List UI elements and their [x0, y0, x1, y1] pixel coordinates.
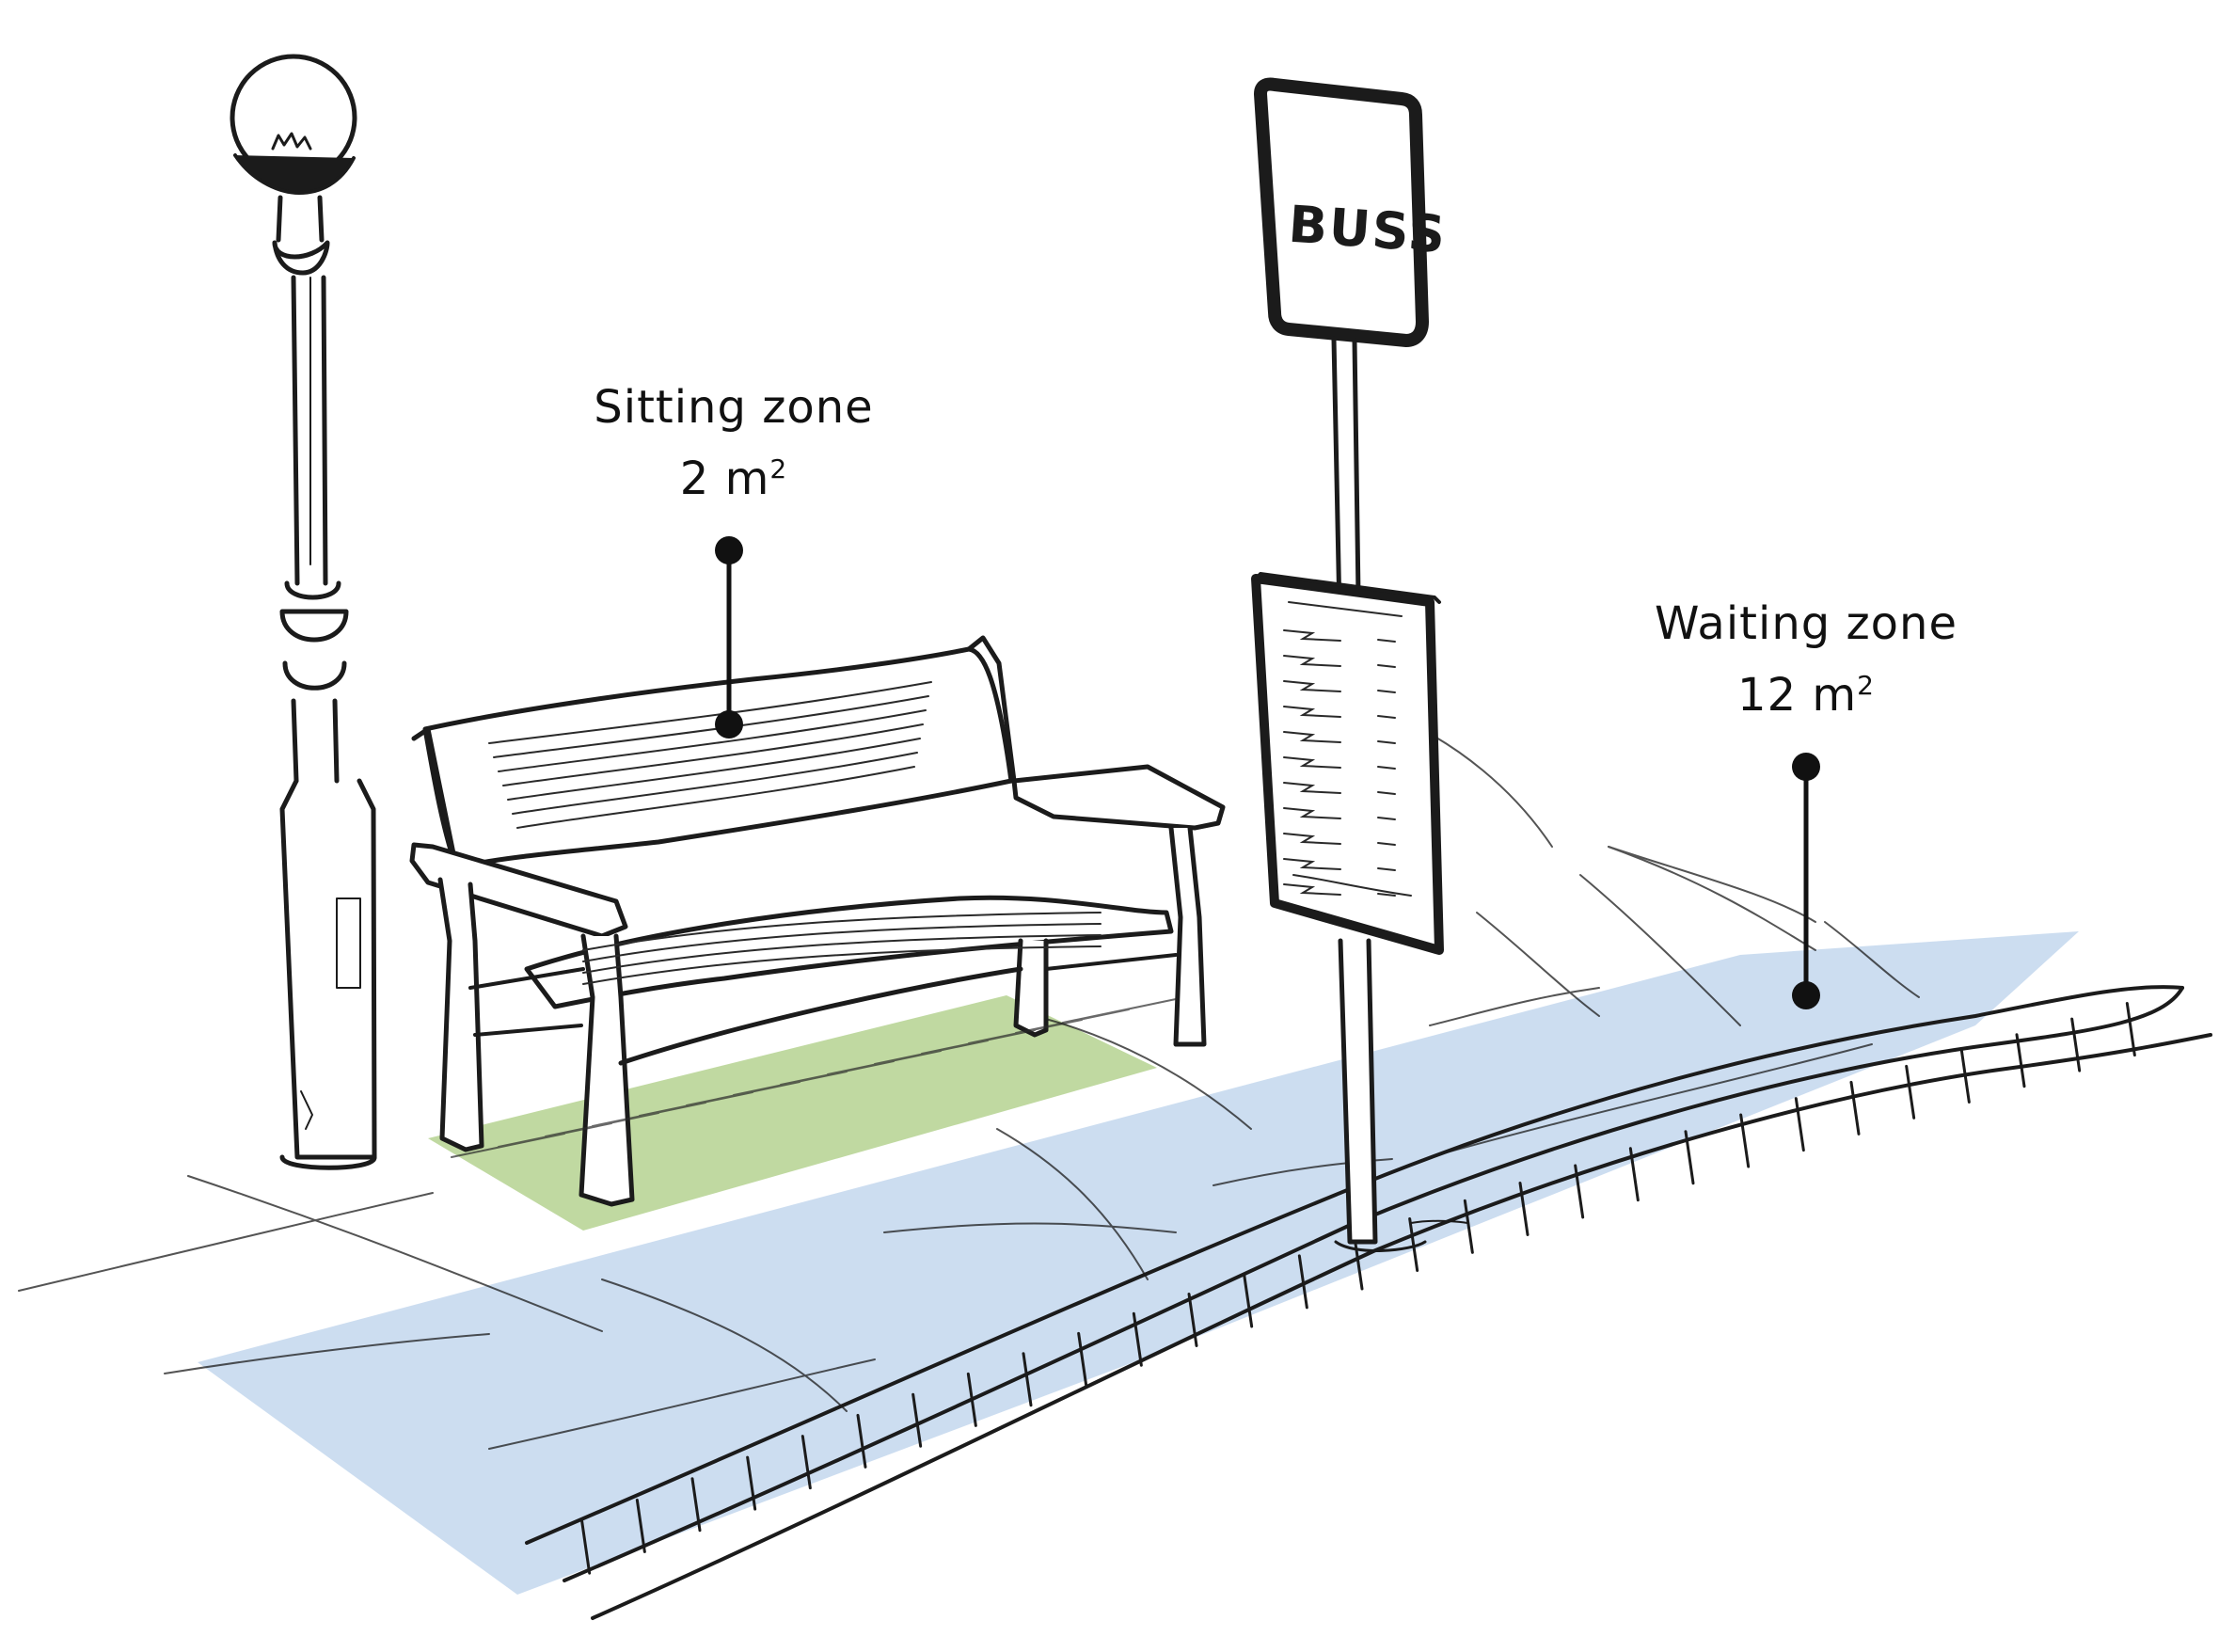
- bench-seat-slat: [582, 912, 1102, 951]
- bench-seat-slat: [582, 934, 1102, 974]
- sitting-zone-leader: [715, 536, 743, 739]
- timetable-line: [1283, 858, 1341, 870]
- curb-joint: [1849, 1080, 1861, 1136]
- timetable-line: [1377, 867, 1396, 871]
- curb-joint: [1794, 1097, 1805, 1152]
- bench-slat: [488, 681, 932, 744]
- curb-joint: [2070, 1017, 2082, 1072]
- bench-icon: [409, 635, 1226, 1207]
- curb-joint: [1463, 1199, 1474, 1254]
- bench-shadow-hatch: [451, 998, 1177, 1158]
- curb-joint: [1959, 1048, 1971, 1104]
- curb-joint: [1132, 1311, 1143, 1367]
- bus-stop-sign-icon: [1254, 77, 1468, 1252]
- curb-joint: [1684, 1130, 1695, 1185]
- curb-joint: [856, 1413, 867, 1469]
- sitting-zone-label: Sitting zone 2 m2: [555, 376, 912, 510]
- timetable-board-icon: [1251, 572, 1444, 955]
- timetable-line: [1283, 680, 1341, 692]
- curb-joint: [2015, 1033, 2026, 1088]
- waiting-zone-name: Waiting zone: [1655, 597, 1958, 650]
- curb-joint: [1022, 1352, 1033, 1407]
- bench-slat: [512, 752, 918, 815]
- curb-joint: [800, 1435, 812, 1490]
- curb-joint: [1739, 1113, 1751, 1168]
- bench-slat: [493, 695, 929, 758]
- bench-slat: [507, 738, 921, 801]
- timetable-footer: [1292, 874, 1412, 897]
- bench-slat: [502, 723, 924, 786]
- curb-joint: [1905, 1064, 1916, 1120]
- curb-joint: [1353, 1235, 1364, 1291]
- timetable-line: [1377, 715, 1396, 719]
- timetable-line: [1377, 893, 1396, 897]
- timetable-line: [1377, 842, 1396, 846]
- curb-joint: [1518, 1181, 1530, 1236]
- timetable-line: [1377, 664, 1396, 668]
- timetable-line: [1283, 756, 1341, 769]
- bench-seat-slat: [582, 923, 1102, 962]
- sitting-zone-area-text: 2 m2: [679, 453, 788, 505]
- curb-stones: [580, 1002, 2136, 1575]
- timetable-line: [1377, 690, 1396, 693]
- bench-slat: [498, 709, 927, 772]
- bench-seat-slat: [582, 945, 1102, 985]
- timetable-line: [1283, 833, 1341, 845]
- curb-joint: [2125, 1002, 2136, 1057]
- curb-joint: [1297, 1254, 1308, 1310]
- curb-joint: [1408, 1217, 1419, 1272]
- bus-sign-text: BUSS: [1287, 195, 1449, 265]
- curb-joint: [635, 1498, 646, 1553]
- curb-joint: [1628, 1147, 1640, 1202]
- bench-slats: [488, 681, 1102, 985]
- curb-joint: [746, 1455, 757, 1511]
- curb: [525, 985, 2212, 1620]
- waiting-zone-area-text: 12 m2: [1737, 669, 1875, 722]
- curb-joint: [580, 1519, 592, 1575]
- curb-joint: [1187, 1292, 1198, 1347]
- curb-joint: [1077, 1331, 1088, 1387]
- waiting-zone-label: Waiting zone 12 m2: [1618, 593, 1994, 726]
- timetable-scribbles: [1283, 601, 1412, 897]
- waiting-zone-leader: [1792, 753, 1820, 1009]
- bench-slat: [516, 766, 915, 829]
- sitting-zone-name: Sitting zone: [594, 381, 874, 434]
- timetable-line: [1283, 883, 1341, 896]
- curb-joint: [911, 1392, 923, 1448]
- timetable-line: [1283, 655, 1341, 667]
- timetable-line: [1377, 817, 1396, 820]
- timetable-line: [1377, 639, 1396, 643]
- curb-joint: [1243, 1273, 1254, 1328]
- timetable-line: [1283, 782, 1341, 794]
- timetable-line: [1377, 791, 1396, 795]
- timetable-line: [1283, 629, 1341, 642]
- timetable-line: [1283, 706, 1341, 718]
- timetable-line: [1377, 766, 1396, 770]
- curb-joint: [1574, 1164, 1585, 1219]
- street-lamp-icon: [230, 54, 377, 1170]
- timetable-line: [1283, 807, 1341, 819]
- curb-joint: [690, 1477, 702, 1533]
- shadow-stroke: [1062, 998, 1177, 1024]
- timetable-line: [1377, 740, 1396, 744]
- curb-joint: [966, 1372, 977, 1427]
- timetable-line: [1283, 731, 1341, 743]
- timetable-header: [1288, 601, 1403, 617]
